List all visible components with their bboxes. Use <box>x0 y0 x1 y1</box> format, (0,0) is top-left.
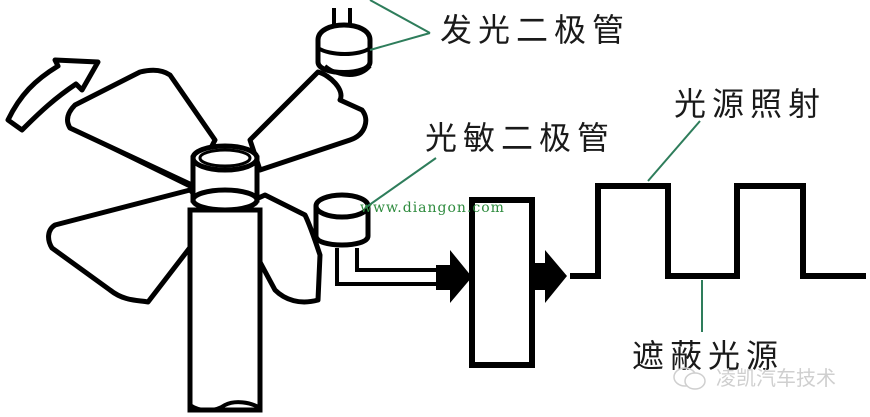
rotation-arrow-icon <box>5 57 101 133</box>
label-photodiode: 光敏二极管 <box>425 119 616 157</box>
signal-processor-box <box>469 197 535 368</box>
wechat-icon <box>673 367 706 390</box>
label-led: 发光二极管 <box>440 11 631 49</box>
fan-shaft <box>187 207 263 413</box>
photodiode-icon <box>313 192 452 286</box>
led-icon <box>315 8 373 77</box>
label-light-blocked: 遮蔽光源 <box>632 337 785 375</box>
arrow-right-icon <box>532 250 567 303</box>
square-wave-signal <box>570 183 866 279</box>
fan-blades <box>46 67 369 305</box>
leader-lines <box>364 0 703 332</box>
watermark-url: www.diangon.com <box>360 200 505 216</box>
watermark-brand-text: 凌凯汽车技术 <box>716 366 836 390</box>
label-light-on: 光源照射 <box>674 85 827 123</box>
arrow-right-icon <box>436 250 472 303</box>
fan-hub <box>190 143 260 213</box>
